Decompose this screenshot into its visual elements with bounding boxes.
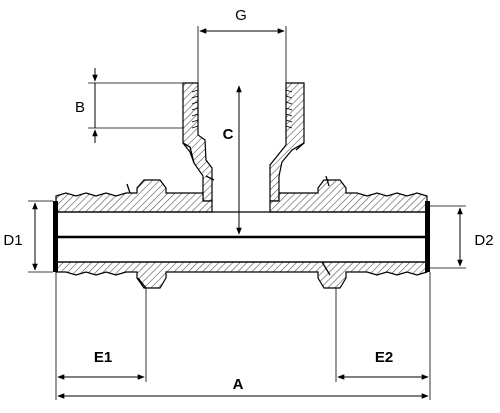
run-upper-wall-right bbox=[269, 179, 428, 213]
label-g: G bbox=[235, 7, 247, 24]
dim-g: G bbox=[197, 7, 287, 83]
label-a: A bbox=[233, 376, 244, 393]
thread-marks bbox=[191, 89, 293, 129]
branch-left-wall bbox=[182, 82, 213, 202]
dim-c: C bbox=[223, 85, 242, 235]
main-run bbox=[53, 175, 430, 289]
left-end-face bbox=[53, 201, 58, 272]
label-c: C bbox=[223, 126, 234, 143]
dim-e2: E2 bbox=[335, 272, 431, 400]
label-e2: E2 bbox=[375, 349, 393, 366]
run-upper-wall-left bbox=[55, 179, 213, 213]
socket-chamfer-right bbox=[295, 142, 305, 151]
branch-outlet bbox=[182, 82, 305, 202]
dim-d2: D2 bbox=[430, 205, 494, 269]
barb-ticks bbox=[126, 175, 331, 289]
dim-b: B bbox=[75, 68, 183, 143]
dim-d1: D1 bbox=[3, 200, 53, 273]
inner-notch bbox=[205, 175, 215, 181]
label-d2: D2 bbox=[474, 232, 493, 249]
branch-right-wall bbox=[269, 82, 305, 202]
label-e1: E1 bbox=[94, 349, 112, 366]
run-lower-wall bbox=[55, 261, 428, 289]
socket-chamfer-left bbox=[182, 142, 195, 164]
dim-a: A bbox=[57, 376, 429, 399]
label-b: B bbox=[75, 99, 85, 116]
dim-e1: E1 bbox=[55, 272, 147, 400]
label-d1: D1 bbox=[3, 232, 22, 249]
